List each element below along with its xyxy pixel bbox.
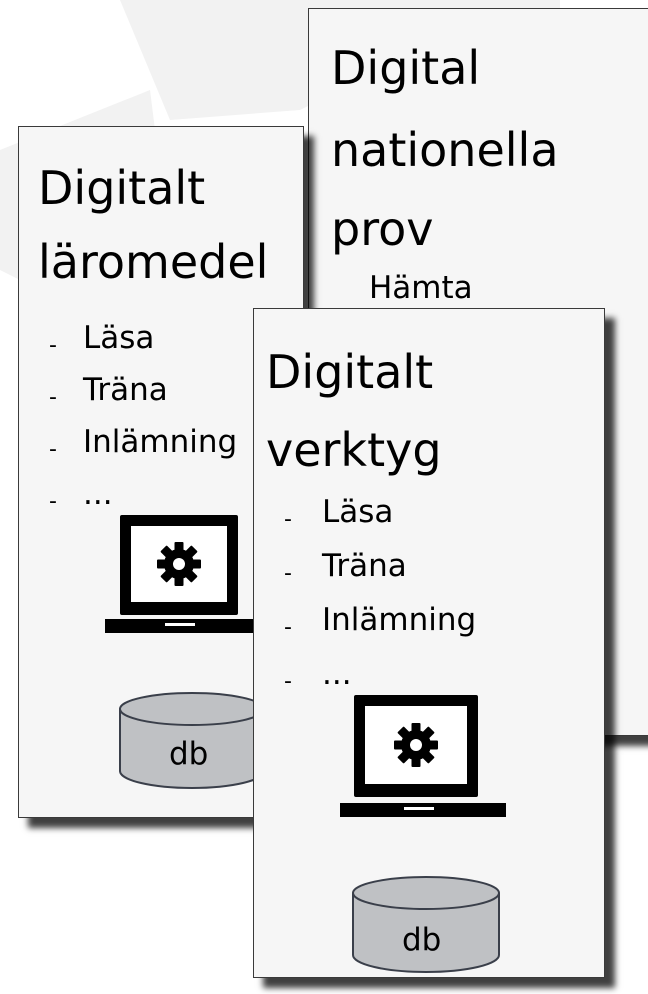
laptop-gear-icon xyxy=(105,515,253,633)
list-item: Inlämning xyxy=(322,602,477,638)
list-item: ... xyxy=(322,656,352,692)
list-bullet: - xyxy=(284,561,292,586)
database-icon xyxy=(119,692,265,789)
list-bullet: - xyxy=(284,507,292,532)
list-item: Träna xyxy=(83,372,168,408)
db-label: db xyxy=(169,736,209,772)
card-title-line-3: prov xyxy=(331,202,434,256)
card-title-line-1: Digital xyxy=(331,41,481,95)
database-icon xyxy=(352,876,500,973)
card-title-line-1: Digitalt xyxy=(266,345,434,399)
list-item: Läsa xyxy=(83,320,155,356)
card-title-line-2: nationella xyxy=(331,123,559,177)
list-item: Träna xyxy=(322,548,407,584)
list-item: ... xyxy=(83,476,113,512)
gear-icon xyxy=(157,542,201,586)
card-title-line-1: Digitalt xyxy=(38,161,206,215)
card-title-line-2: verktyg xyxy=(266,423,442,477)
list-bullet: - xyxy=(49,385,57,410)
gear-icon xyxy=(394,723,438,767)
card-title-line-2: läromedel xyxy=(38,235,269,289)
list-item: Inlämning xyxy=(83,424,238,460)
list-bullet: - xyxy=(49,333,57,358)
list-item: Läsa xyxy=(322,494,394,530)
list-item: Hämta xyxy=(369,270,473,306)
laptop-gear-icon xyxy=(340,695,506,817)
db-label: db xyxy=(402,922,442,958)
list-bullet: - xyxy=(49,489,57,514)
list-bullet: - xyxy=(284,669,292,694)
list-bullet: - xyxy=(284,615,292,640)
list-bullet: - xyxy=(49,437,57,462)
card-digitalt-verktyg: Digitalt verktyg - Läsa - Träna - Inlämn… xyxy=(253,308,605,978)
